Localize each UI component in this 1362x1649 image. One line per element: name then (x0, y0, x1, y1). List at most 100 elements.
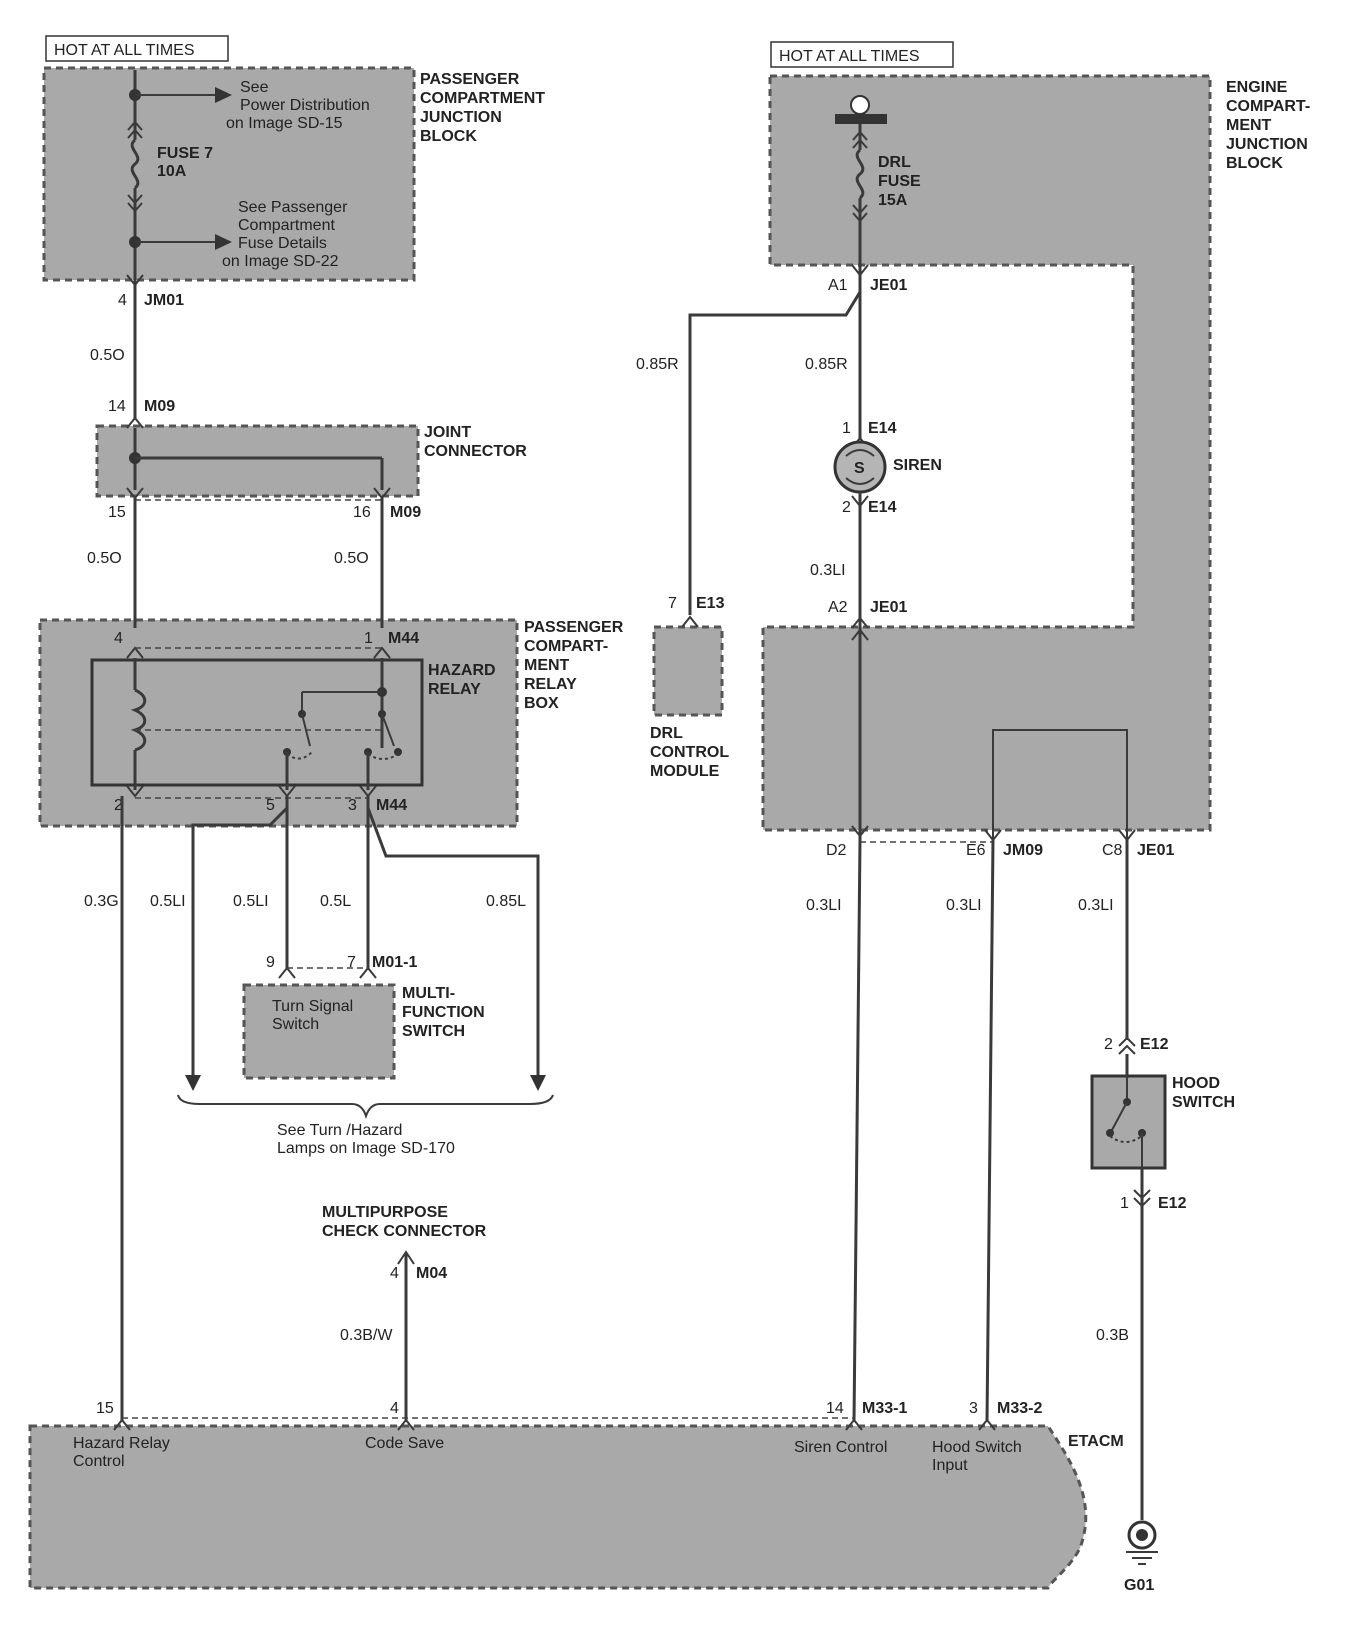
ecjb-title-5: BLOCK (1226, 155, 1283, 172)
conn-e14-2: E14 (868, 499, 897, 516)
connector-e13-icon (681, 615, 699, 628)
code-save-label: Code Save (365, 1435, 444, 1452)
bus-bar-icon (835, 114, 887, 124)
connector-je01-a2-icon (851, 616, 869, 629)
arrow-see-fuse (215, 234, 232, 250)
relay-contact-arm-1 (301, 713, 311, 747)
conn-e12-2: E12 (1140, 1036, 1169, 1053)
drl-fuse-title-3: 15A (878, 192, 908, 209)
hazard-relay-title-2: RELAY (428, 681, 481, 698)
see-fuse-line-2: Compartment (238, 217, 335, 234)
see-power-line-2: Power Distribution (240, 97, 370, 114)
pcjb-title-4: BLOCK (420, 128, 477, 145)
drl-fuse-title-2: FUSE (878, 173, 921, 190)
wire-d2-etacm (852, 839, 862, 1423)
mpcc-title-2: CHECK CONNECTOR (322, 1223, 487, 1240)
pin-a1: A1 (828, 277, 848, 294)
relay-box-title-5: BOX (524, 695, 559, 712)
pin-9: 9 (266, 954, 275, 971)
ground-label: G01 (1124, 1577, 1154, 1594)
pcjb-title-1: PASSENGER (420, 71, 520, 88)
wire-label: 0.5L (320, 893, 351, 910)
turn-signal-line-1: Turn Signal (272, 998, 353, 1015)
passenger-relay-box (38, 618, 519, 828)
contact-arc (286, 751, 313, 760)
connector-m44-1-icon (373, 646, 391, 659)
pcjb-title-2: COMPARTMENT (420, 90, 545, 107)
pin-3-m44: 3 (348, 797, 357, 814)
relay-contact-arm-2 (381, 713, 395, 747)
turn-signal-line-2: Switch (272, 1016, 319, 1033)
pin-2-e14: 2 (842, 499, 851, 516)
ecjb-title-3: MENT (1226, 117, 1272, 134)
mpcc-title-1: MULTIPURPOSE (322, 1204, 448, 1221)
wire-label: 0.5O (90, 347, 125, 364)
fuse-7-icon (130, 138, 140, 190)
connector-etacm-4-icon (397, 1418, 415, 1431)
drl-title-2: CONTROL (650, 744, 729, 761)
hazard-relay-control-line-1: Hazard Relay (73, 1435, 170, 1452)
relay-box-title-4: RELAY (524, 676, 577, 693)
contact-arc (367, 753, 399, 760)
ecjb-internal-link (992, 729, 1128, 840)
pin-a2: A2 (828, 599, 848, 616)
see-power-line-3: on Image SD-15 (226, 115, 343, 132)
conn-m44-bottom: M44 (376, 797, 407, 814)
conn-m33-1: M33-1 (862, 1400, 907, 1417)
conn-e12-1: E12 (1158, 1195, 1187, 1212)
connector-e12-1-icon (1133, 1189, 1151, 1208)
arrow-see-power (215, 87, 232, 103)
wire-label: 0.85R (805, 356, 848, 373)
siren-symbol: S (854, 460, 865, 477)
wire-label: 0.3LI (1078, 897, 1114, 914)
pin-14: 14 (108, 398, 126, 415)
conn-m01-1: M01-1 (372, 954, 417, 971)
pin-e6: E6 (966, 842, 986, 859)
see-fuse-line-4: on Image SD-22 (222, 253, 339, 270)
connector-e12-2-icon (1118, 1036, 1136, 1055)
hood-title-1: HOOD (1172, 1075, 1220, 1092)
pin-4-m44: 4 (114, 630, 123, 647)
wire-label: 0.5LI (150, 893, 186, 910)
engine-junction-block (761, 74, 1212, 832)
conn-jm09: JM09 (1003, 842, 1043, 859)
conn-je01-c8: JE01 (1137, 842, 1174, 859)
joint-title-1: JOINT (424, 424, 471, 441)
joint-connector-box (95, 424, 420, 498)
drl-title-1: DRL (650, 725, 683, 742)
wire-label: 0.3B (1096, 1327, 1129, 1344)
wire-label: 0.5O (87, 550, 122, 567)
wire-label: 0.5LI (233, 893, 269, 910)
drl-title-3: MODULE (650, 763, 720, 780)
ground-symbol-icon (1126, 1551, 1158, 1565)
wire-label: 0.85L (486, 893, 526, 910)
hood-title-2: SWITCH (1172, 1094, 1235, 1111)
connector-jm01-icon (126, 274, 144, 287)
wire-label: 0.5O (334, 550, 369, 567)
joint-title-2: CONNECTOR (424, 443, 527, 460)
conn-e14-1: E14 (868, 420, 897, 437)
see-turn-line-2: Lamps on Image SD-170 (277, 1140, 455, 1157)
contact-point (1106, 1129, 1114, 1137)
wire-label: 0.3B/W (340, 1327, 393, 1344)
ecjb-title-4: JUNCTION (1226, 136, 1308, 153)
mfs-title-3: SWITCH (402, 1023, 465, 1040)
pin-c8: C8 (1102, 842, 1123, 859)
wire-label: 0.85R (636, 356, 679, 373)
pin-7-e13: 7 (668, 595, 677, 612)
drl-fuse-icon (855, 148, 865, 200)
wire-label: 0.3G (84, 893, 119, 910)
pin-d2: D2 (826, 842, 847, 859)
pin-1-m44: 1 (364, 630, 373, 647)
conn-e13: E13 (696, 595, 725, 612)
mfs-title-1: MULTI- (402, 985, 455, 1002)
wire-drl-module (688, 291, 862, 615)
pin-1-e14: 1 (842, 420, 851, 437)
fuse-7-label: FUSE 7 (157, 145, 213, 162)
conn-m04: M04 (416, 1265, 447, 1282)
hood-switch-box (1090, 1074, 1167, 1170)
power-terminal-icon (850, 95, 870, 115)
connector-m33-2-icon (978, 1418, 996, 1431)
pin-14-etacm: 14 (826, 1400, 844, 1417)
pin-3-etacm: 3 (969, 1400, 978, 1417)
